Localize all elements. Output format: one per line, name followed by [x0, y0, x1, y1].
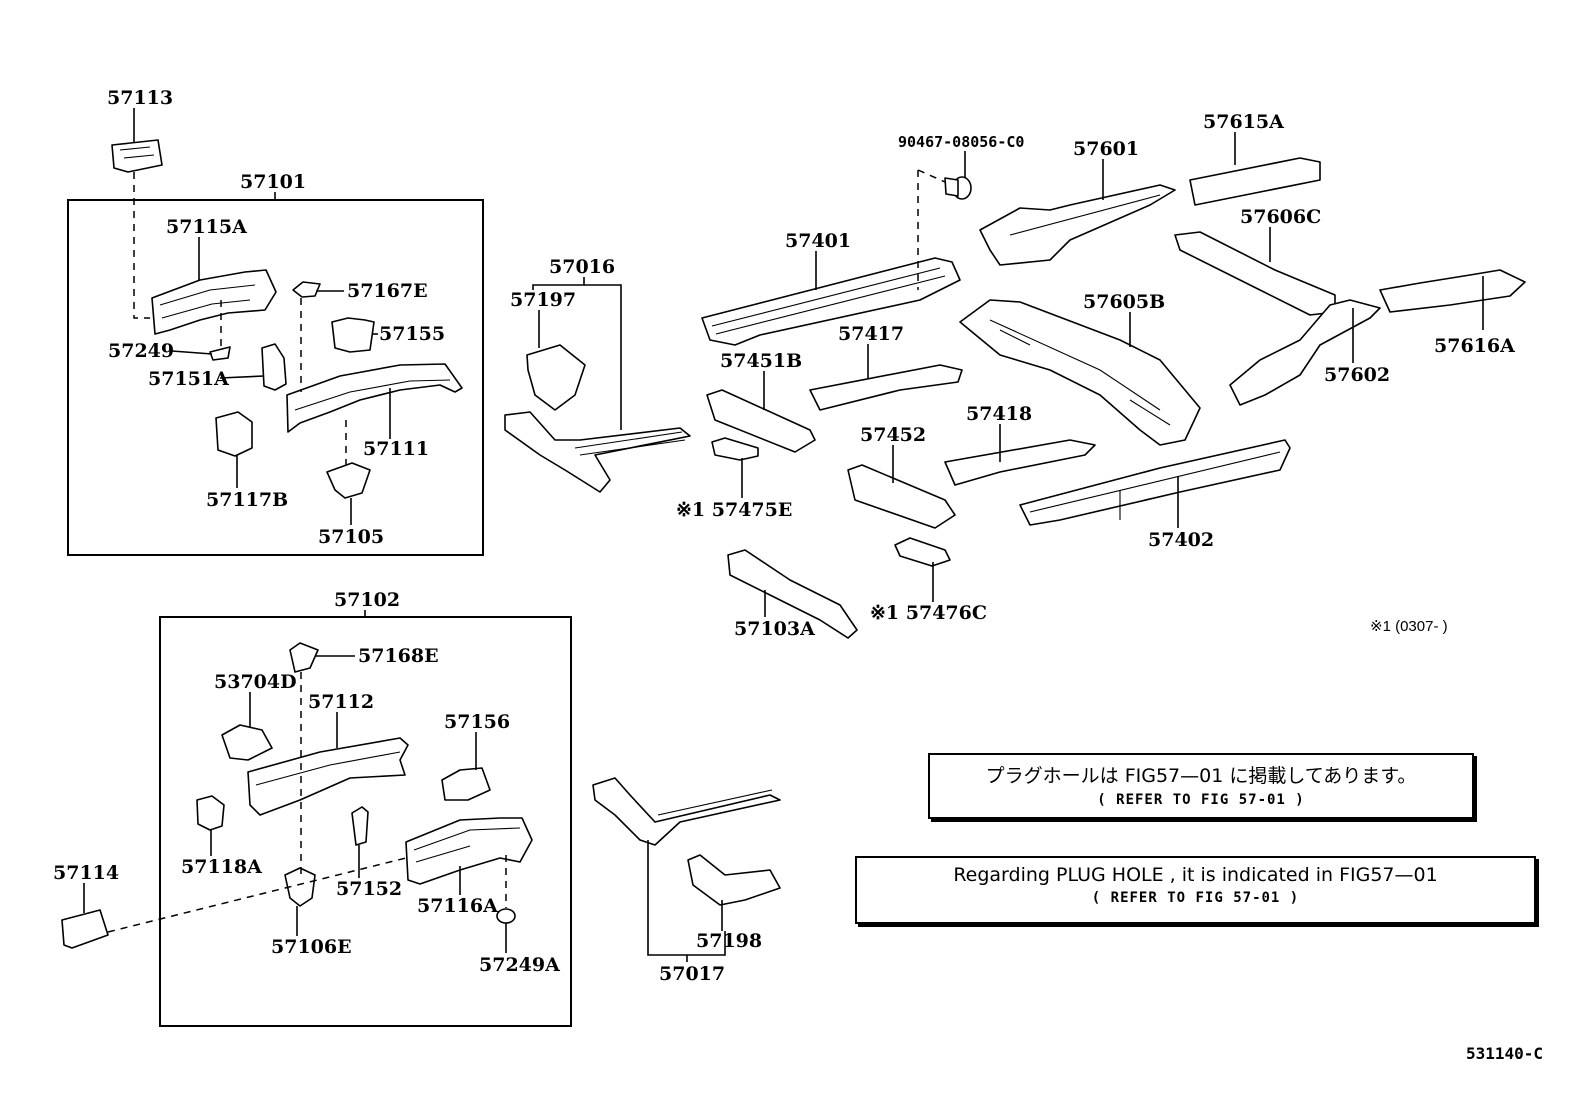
part-57401-drawing[interactable]	[701, 257, 961, 346]
part-drawings	[61, 139, 1526, 949]
part-label-57017[interactable]: 57017	[659, 963, 725, 985]
part-57601-drawing[interactable]	[979, 184, 1176, 266]
part-label-57615A[interactable]: 57615A	[1203, 111, 1284, 133]
part-label-57401[interactable]: 57401	[785, 230, 851, 252]
part-label-57249[interactable]: 57249	[108, 340, 174, 362]
part-label-57476C[interactable]: ※1 57476C	[870, 602, 987, 624]
part-label-57101[interactable]: 57101	[240, 171, 306, 193]
leader-line-57151A	[219, 375, 265, 379]
part-label-57105[interactable]: 57105	[318, 526, 384, 548]
part-label-57452[interactable]: 57452	[860, 424, 926, 446]
part-label-57606C[interactable]: 57606C	[1240, 206, 1321, 228]
part-57155-drawing[interactable]	[331, 317, 375, 353]
part-57114-drawing[interactable]	[61, 909, 109, 949]
part-57475E-drawing[interactable]	[711, 437, 759, 461]
plug-hole-note-english: Regarding PLUG HOLE , it is indicated in…	[855, 856, 1536, 924]
part-label-57118A[interactable]: 57118A	[181, 856, 262, 878]
note-jp-refer: ( REFER TO FIG 57-01 )	[1097, 792, 1305, 808]
part-57105-drawing[interactable]	[326, 462, 371, 499]
part-57106E-drawing[interactable]	[284, 867, 316, 907]
part-57198-drawing[interactable]	[687, 854, 781, 906]
part-57151A-drawing[interactable]	[261, 343, 287, 391]
part-57167E-drawing[interactable]	[292, 281, 321, 298]
part-label-57602[interactable]: 57602	[1324, 364, 1390, 386]
part-label-57117B[interactable]: 57117B	[206, 489, 288, 511]
part-label-57418[interactable]: 57418	[966, 403, 1032, 425]
part-label-57112[interactable]: 57112	[308, 691, 374, 713]
part-label-57152[interactable]: 57152	[336, 878, 402, 900]
part-57118A-drawing[interactable]	[196, 795, 225, 831]
leader-lines	[83, 108, 1484, 962]
part-label-57103A[interactable]: 57103A	[734, 618, 815, 640]
alignment-line	[917, 169, 946, 183]
part-label-57402[interactable]: 57402	[1148, 529, 1214, 551]
footnote-date-range: ※1 (0307- )	[1370, 618, 1448, 635]
part-53704D-drawing[interactable]	[221, 724, 273, 761]
part-label-57151A[interactable]: 57151A	[148, 368, 229, 390]
part-label-57601[interactable]: 57601	[1073, 138, 1139, 160]
part-57116A-drawing[interactable]	[405, 817, 533, 885]
note-en-refer: ( REFER TO FIG 57-01 )	[1091, 890, 1300, 906]
note-en-text: Regarding PLUG HOLE , it is indicated in…	[953, 864, 1438, 886]
part-57117B-drawing[interactable]	[215, 411, 253, 457]
part-label-57113[interactable]: 57113	[107, 87, 173, 109]
part-57615A-drawing[interactable]	[1189, 157, 1321, 206]
part-label-57616A[interactable]: 57616A	[1434, 335, 1515, 357]
part-57452-drawing[interactable]	[847, 464, 956, 529]
part-57476C-drawing[interactable]	[894, 537, 951, 567]
part-57197-drawing[interactable]	[526, 344, 586, 411]
part-57111-drawing[interactable]	[286, 363, 463, 433]
part-57606C-drawing[interactable]	[1174, 231, 1336, 316]
part-57016-drawing[interactable]	[504, 411, 691, 493]
part-label-57106E[interactable]: 57106E	[271, 936, 352, 958]
alignment-line	[133, 172, 150, 319]
part-57249A-drawing[interactable]	[496, 908, 516, 924]
part-label-57198[interactable]: 57198	[696, 930, 762, 952]
part-label-57451B[interactable]: 57451B	[720, 350, 802, 372]
note-jp-text: プラグホールは FIG57—01 に掲載してあります。	[985, 765, 1417, 787]
part-57156-drawing[interactable]	[441, 767, 491, 801]
part-57605B-drawing[interactable]	[959, 299, 1201, 446]
figure-code: 531140-C	[1466, 1044, 1544, 1063]
plug-hole-note-japanese: プラグホールは FIG57—01 に掲載してあります。 ( REFER TO F…	[928, 753, 1474, 819]
part-label-57116A[interactable]: 57116A	[417, 895, 498, 917]
part-57249-drawing[interactable]	[209, 346, 231, 361]
part-label-57475E[interactable]: ※1 57475E	[676, 499, 792, 521]
leader-line-57016	[584, 284, 622, 430]
part-90467-08056-C0-drawing[interactable]	[944, 176, 972, 200]
part-label-57249A[interactable]: 57249A	[479, 954, 560, 976]
part-57152-drawing[interactable]	[351, 806, 369, 846]
part-label-90467-08056-C0[interactable]: 90467-08056-C0	[898, 133, 1024, 151]
part-label-57016[interactable]: 57016	[549, 256, 615, 278]
leader-line-57249	[171, 350, 213, 355]
part-57017-drawing[interactable]	[592, 777, 781, 846]
part-57103A-drawing[interactable]	[727, 549, 858, 639]
part-label-57155[interactable]: 57155	[379, 323, 445, 345]
part-57113-drawing[interactable]	[111, 139, 163, 173]
part-57451B-drawing[interactable]	[706, 389, 816, 453]
part-57402-drawing[interactable]	[1019, 439, 1291, 526]
part-57168E-drawing[interactable]	[289, 642, 319, 673]
part-label-57111[interactable]: 57111	[363, 438, 429, 460]
part-57417-drawing[interactable]	[809, 364, 963, 411]
part-label-57197[interactable]: 57197	[510, 289, 576, 311]
part-label-57114[interactable]: 57114	[53, 862, 119, 884]
part-label-57102[interactable]: 57102	[334, 589, 400, 611]
part-labels: 57113 57101 57115A 57167E 57155 57249 57151A 57…	[53, 87, 1515, 985]
part-label-57168E[interactable]: 57168E	[358, 645, 439, 667]
part-label-57167E[interactable]: 57167E	[347, 280, 428, 302]
part-57616A-drawing[interactable]	[1379, 269, 1526, 313]
part-57418-drawing[interactable]	[944, 439, 1096, 486]
part-57112-drawing[interactable]	[247, 737, 409, 816]
part-label-53704D[interactable]: 53704D	[214, 671, 297, 693]
part-label-57156[interactable]: 57156	[444, 711, 510, 733]
part-label-57417[interactable]: 57417	[838, 323, 904, 345]
leader-line-57016	[532, 277, 585, 290]
part-57115A-drawing[interactable]	[151, 269, 277, 335]
part-label-57605B[interactable]: 57605B	[1083, 291, 1165, 313]
part-57602-drawing[interactable]	[1229, 299, 1381, 406]
part-label-57115A[interactable]: 57115A	[166, 216, 247, 238]
alignment-lines	[107, 169, 946, 933]
